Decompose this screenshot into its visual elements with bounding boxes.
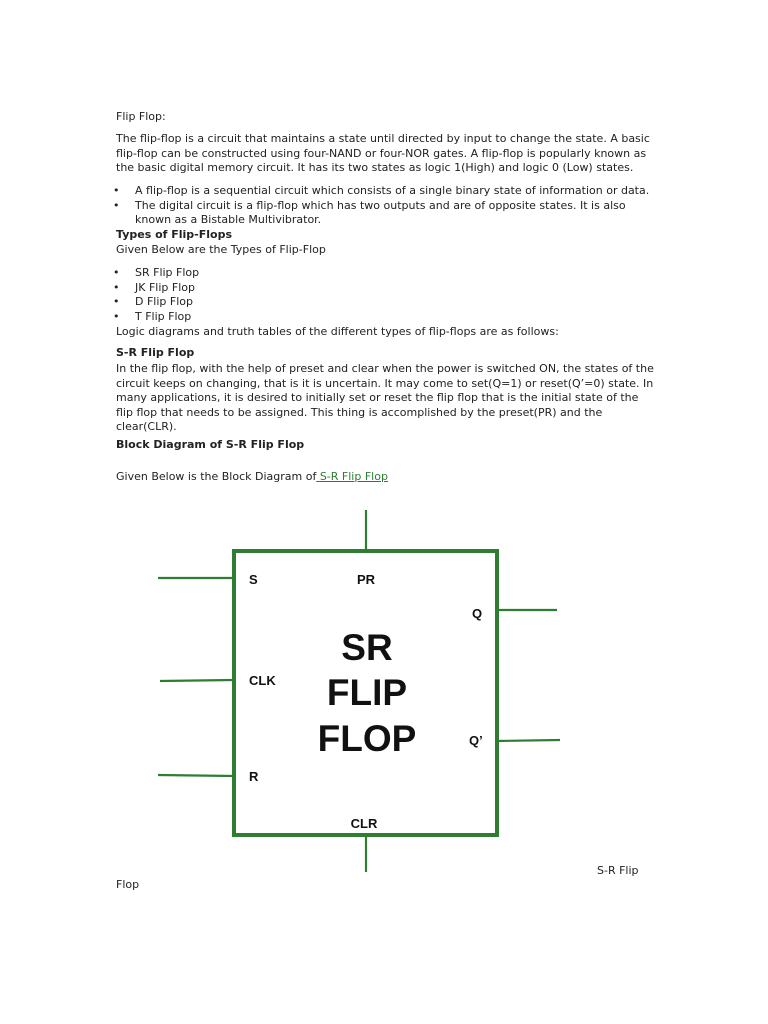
clk-input-line [159,678,235,683]
pr-pin-label: PR [357,572,376,587]
logic-diagrams-line: Logic diagrams and truth tables of the d… [116,325,559,338]
diagram-wires [157,510,561,872]
feature-bullet-list: A flip-flop is a sequential circuit whic… [113,184,656,228]
clr-pin-label: CLR [351,816,378,831]
r-pin-label: R [249,769,259,784]
s-pin-label: S [249,572,258,587]
diagram-title-line-1: SR [341,627,392,668]
q-pin-label: Q [472,606,482,621]
figure-caption-part-2: Flop [116,878,140,891]
page-heading: Flip Flop: [116,110,166,123]
block-intro-text: Given Below is the Block Diagram of [116,470,317,483]
q-bar-pin-label: Q’ [469,733,483,748]
block-diagram-intro: Given Below is the Block Diagram of S-R … [116,470,388,485]
list-item: SR Flip Flop [113,266,656,281]
diagram-title-line-2: FLIP [327,672,407,713]
clk-pin-label: CLK [249,673,276,688]
sr-heading: S-R Flip Flop [116,346,195,359]
types-bullet-list: SR Flip Flop JK Flip Flop D Flip Flop T … [113,266,656,325]
list-item: T Flip Flop [113,310,656,325]
r-input-line [157,773,235,778]
flip-flop-box [232,549,499,837]
sr-paragraph: In the flip flop, with the help of prese… [116,362,654,434]
q-bar-output-line [496,738,561,743]
intro-paragraph: The flip-flop is a circuit that maintain… [116,132,650,175]
types-heading: Types of Flip-Flops [116,228,233,241]
list-item: D Flip Flop [113,295,656,310]
block-diagram-heading: Block Diagram of S-R Flip Flop [116,438,305,451]
list-item: The digital circuit is a flip-flop which… [113,199,656,228]
list-item: JK Flip Flop [113,281,656,296]
list-item: A flip-flop is a sequential circuit whic… [113,184,656,199]
diagram-title-line-3: FLOP [318,718,417,759]
figure-caption-part-1: S-R Flip [597,864,639,877]
types-intro: Given Below are the Types of Flip-Flop [116,243,326,256]
sr-flip-flop-link[interactable]: S-R Flip Flop [316,470,388,483]
